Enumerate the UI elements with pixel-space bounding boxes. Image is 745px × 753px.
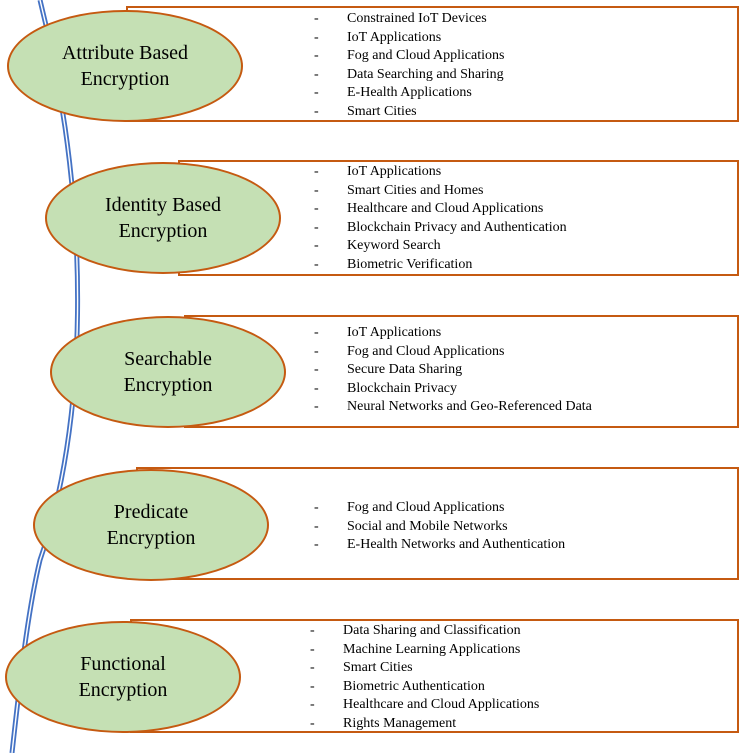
ellipse-predicate-encryption: Predicate Encryption (33, 469, 269, 581)
ellipse-attribute-based-encryption: Attribute Based Encryption (7, 10, 243, 122)
list-item: -Neural Networks and Geo-Referenced Data (314, 399, 592, 414)
section-title-line1: Searchable (124, 348, 212, 370)
list-item: -Fog and Cloud Applications (314, 500, 505, 515)
list-item: -Fog and Cloud Applications (314, 48, 505, 63)
ellipse-searchable-encryption: Searchable Encryption (50, 316, 286, 428)
item-list-searchable: -IoT Applications -Fog and Cloud Applica… (314, 324, 592, 417)
list-item: -Keyword Search (314, 238, 441, 253)
section-title-line1: Functional (80, 653, 166, 675)
ellipse-identity-based-encryption: Identity Based Encryption (45, 162, 281, 274)
section-title-line2: Encryption (106, 527, 196, 549)
list-item: -Data Searching and Sharing (314, 66, 504, 82)
list-item: -Smart Cities (310, 660, 413, 675)
list-item: -IoT Applications (314, 325, 442, 340)
list-item: -Machine Learning Applications (310, 641, 521, 657)
list-item: -Constrained IoT Devices (314, 11, 487, 26)
list-item: -Blockchain Privacy (314, 380, 458, 396)
list-item: -E-Health Applications (314, 85, 472, 100)
item-list-functional: -Data Sharing and Classification -Machin… (310, 622, 539, 733)
list-item: -Smart Cities and Homes (314, 182, 484, 198)
item-list-attribute-based: -Constrained IoT Devices -IoT Applicatio… (314, 10, 505, 121)
list-item: -Biometric Verification (314, 256, 473, 272)
list-item: -IoT Applications (314, 164, 442, 179)
section-title-line2: Encryption (78, 679, 168, 701)
section-title-line1: Predicate (113, 501, 189, 523)
section-title-line2: Encryption (80, 68, 170, 90)
list-item: -IoT Applications (314, 29, 442, 45)
list-item: -Healthcare and Cloud Applications (314, 201, 544, 216)
item-list-predicate: -Fog and Cloud Applications -Social and … (314, 499, 565, 555)
ellipse-functional-encryption: Functional Encryption (5, 621, 241, 733)
section-title-line2: Encryption (118, 220, 208, 242)
section-title-line1: Identity Based (104, 194, 222, 216)
section-box-functional (130, 619, 739, 733)
section-title-line1: Attribute Based (61, 42, 189, 64)
list-item: -Biometric Authentication (310, 678, 485, 694)
item-list-identity-based: -IoT Applications -Smart Cities and Home… (314, 163, 567, 274)
list-item: -Healthcare and Cloud Applications (310, 697, 540, 712)
list-item: -Data Sharing and Classification (310, 623, 521, 638)
section-title-line2: Encryption (123, 374, 213, 396)
list-item: -Rights Management (310, 715, 457, 731)
list-item: -Smart Cities (314, 103, 417, 119)
list-item: -Fog and Cloud Applications (314, 343, 505, 359)
list-item: -Social and Mobile Networks (314, 518, 508, 534)
list-item: -Blockchain Privacy and Authentication (314, 219, 567, 235)
list-item: -Secure Data Sharing (314, 362, 463, 377)
list-item: -E-Health Networks and Authentication (314, 537, 566, 552)
